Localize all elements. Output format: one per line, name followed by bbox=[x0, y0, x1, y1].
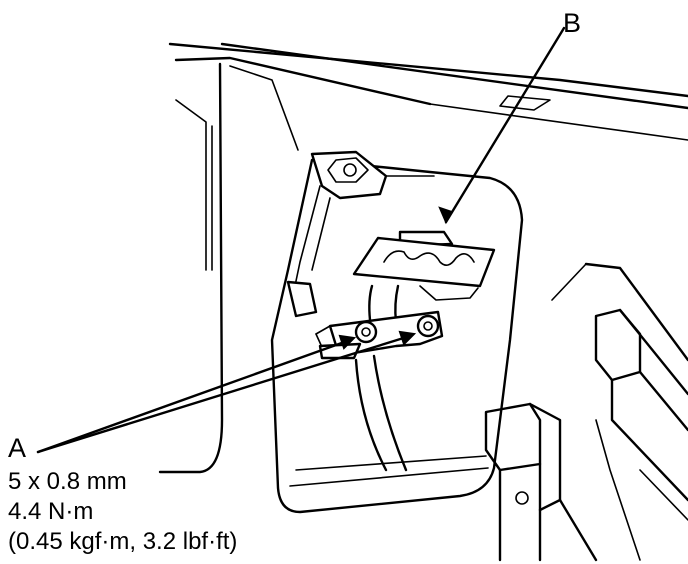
wire-harness bbox=[354, 284, 408, 472]
torque-spec-alt: (0.45 kgf·m, 3.2 lbf·ft) bbox=[8, 528, 238, 555]
lower-bracket bbox=[315, 310, 444, 360]
bolt-a-right bbox=[416, 314, 440, 338]
arrowhead-a-right bbox=[398, 330, 417, 346]
torque-spec-nm: 4.4 N·m bbox=[8, 498, 94, 525]
callout-a-label: A bbox=[8, 433, 27, 463]
upper-bracket bbox=[286, 150, 435, 318]
access-opening bbox=[270, 158, 524, 514]
arrowhead-b bbox=[438, 206, 454, 225]
callout-b-label: B bbox=[563, 8, 582, 38]
leader-lines bbox=[36, 26, 566, 454]
bolt-a-left bbox=[354, 320, 378, 344]
harness-clamp-b bbox=[352, 230, 496, 301]
upper-panel-edge bbox=[168, 42, 688, 141]
left-housing bbox=[158, 62, 299, 474]
arrowhead-a-left bbox=[338, 334, 357, 350]
bolt-size-spec: 5 x 0.8 mm bbox=[8, 468, 127, 495]
right-structure bbox=[484, 262, 688, 562]
